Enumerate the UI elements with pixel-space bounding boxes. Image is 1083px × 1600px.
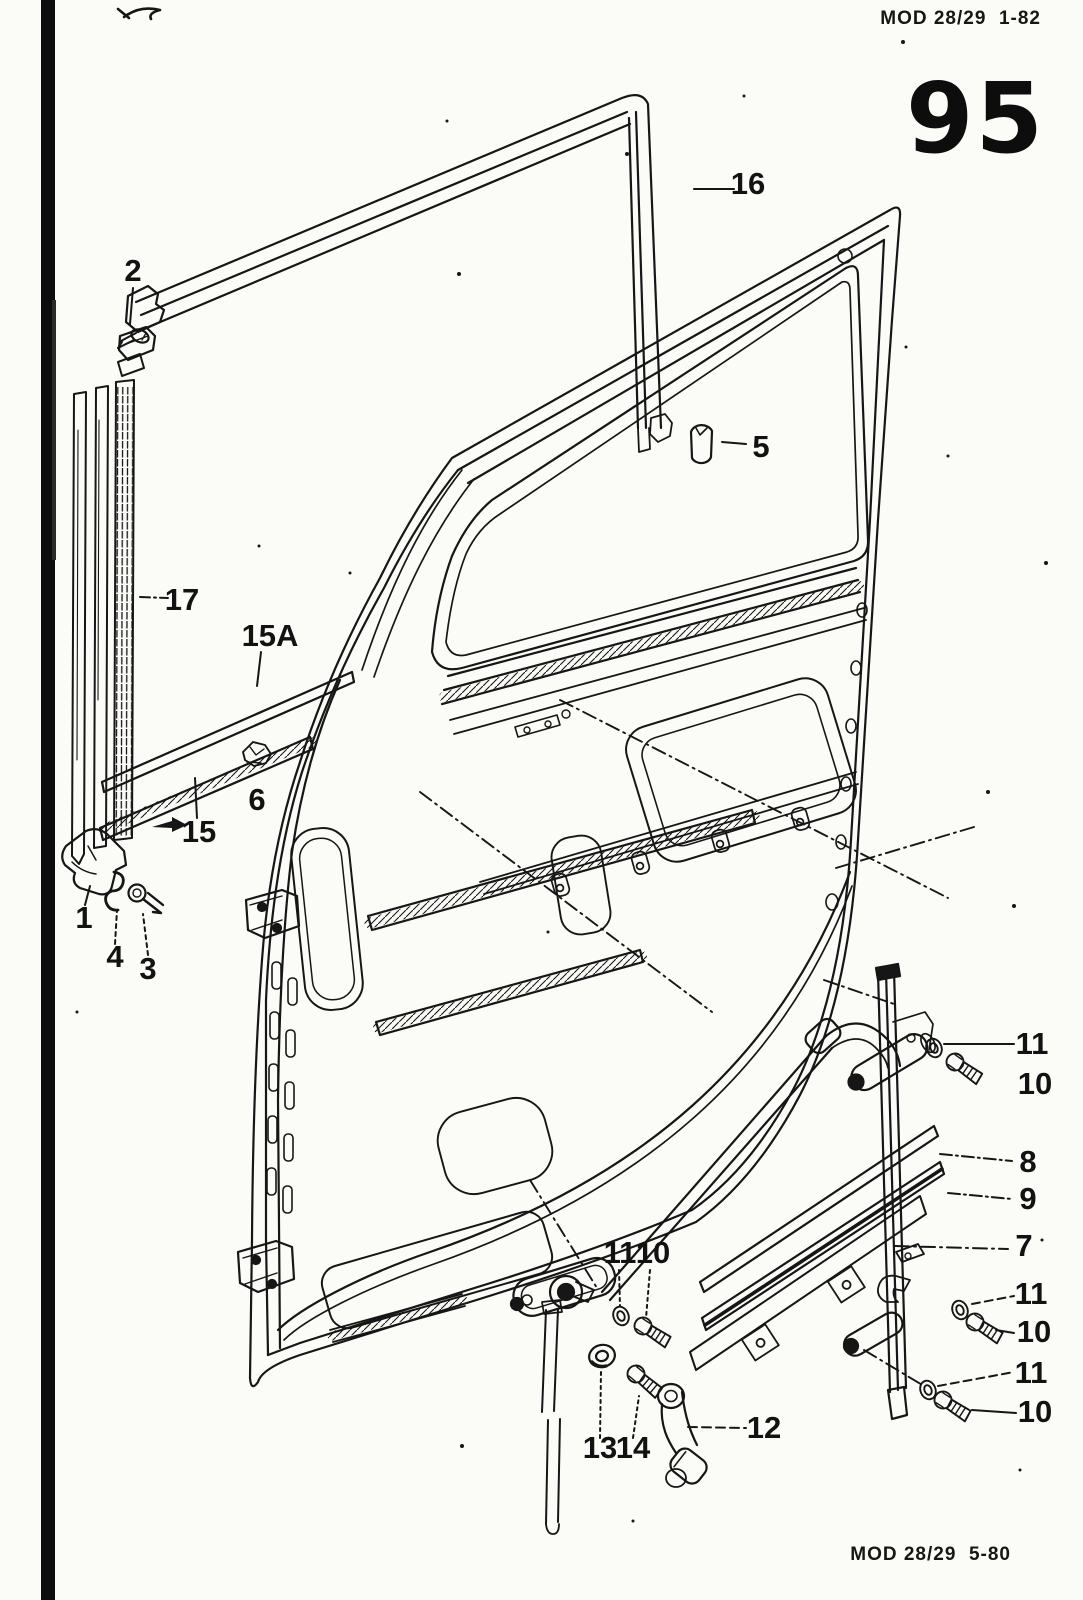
scan-speckles (75, 40, 1048, 1523)
guide-channel (689, 1195, 927, 1371)
footer-code: MOD 28/29 5-80 (850, 1544, 1011, 1565)
callout-11: 11 (604, 1235, 637, 1270)
callout-4: 4 (106, 939, 124, 974)
callout-17: 17 (165, 582, 199, 617)
glass-run-channels-17 (71, 353, 145, 865)
regulator-top-clamp (847, 1011, 936, 1092)
callout-9: 9 (1019, 1181, 1036, 1216)
end-piece-1 (61, 827, 128, 896)
window-frame-16 (117, 93, 673, 453)
page-number: 95 (906, 62, 1045, 175)
bolt-3 (127, 883, 165, 915)
hook-4 (104, 870, 125, 912)
callout-11: 11 (1015, 1276, 1048, 1311)
crank-handle-12 (656, 1382, 708, 1488)
pen-scribble (116, 7, 162, 21)
callout-3: 3 (139, 951, 156, 986)
callout-11: 11 (1015, 1355, 1048, 1390)
hinge-pillar-slots (266, 961, 298, 1214)
callout-6: 6 (248, 782, 265, 817)
callout-1: 1 (75, 900, 92, 935)
scan-binding-bar (41, 0, 56, 1600)
bolts-10 (630, 1049, 1006, 1425)
guide-strip-9 (700, 1160, 946, 1332)
crank-conduit (541, 1299, 563, 1535)
callout-5: 5 (752, 429, 769, 464)
projection-lines (419, 699, 975, 1387)
door-shell (236, 206, 902, 1388)
callout-10: 10 (1018, 1394, 1052, 1429)
upper-hinge (244, 888, 301, 940)
screw-2 (117, 328, 150, 349)
callout-10: 10 (636, 1235, 670, 1270)
crank-gearbox-13-14 (509, 1256, 617, 1317)
callout-14: 14 (616, 1430, 651, 1465)
washer-13 (588, 1343, 616, 1369)
clip-6 (242, 741, 272, 767)
belt-strip-15 (98, 735, 317, 842)
callout-2: 2 (124, 253, 141, 288)
callout-15A: 15A (242, 618, 299, 653)
leader-lines (84, 188, 1017, 1439)
callout-16: 16 (731, 166, 765, 201)
callout-8: 8 (1019, 1144, 1036, 1179)
callout-12: 12 (747, 1410, 781, 1445)
callout-15: 15 (182, 814, 216, 849)
header-code: MOD 28/29 1-82 (880, 8, 1041, 29)
regulator-bottom-clamp (842, 1311, 904, 1357)
callout-10: 10 (1017, 1314, 1051, 1349)
callout-10: 10 (1018, 1066, 1052, 1101)
drive-tube (600, 1017, 902, 1302)
callout-13: 13 (583, 1430, 617, 1465)
callout-11: 11 (1016, 1026, 1049, 1061)
belt-strip-15A (100, 670, 356, 794)
callout-7: 7 (1015, 1228, 1032, 1263)
lower-hinge (236, 1239, 296, 1294)
clip-5 (689, 424, 714, 465)
guide-strip-8 (698, 1124, 940, 1294)
